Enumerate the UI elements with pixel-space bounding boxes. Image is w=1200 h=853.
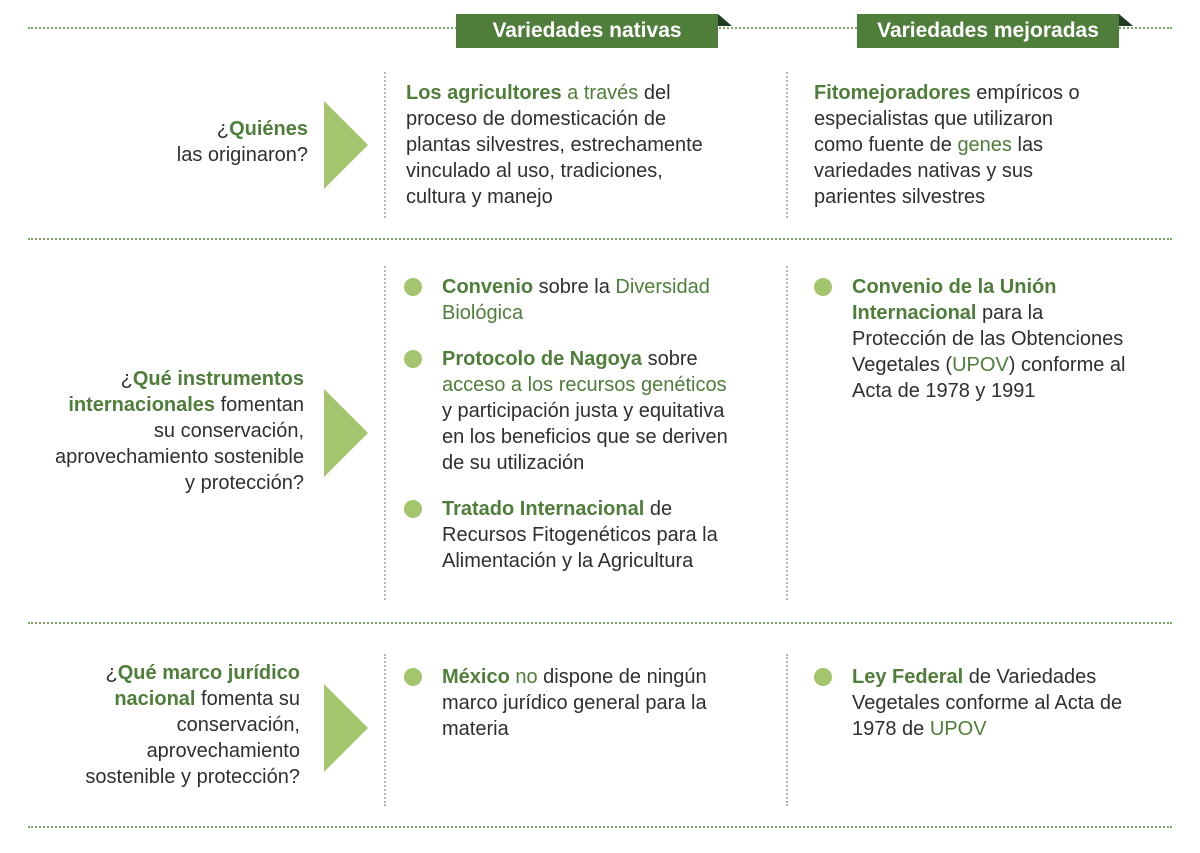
question-text: su conservación, bbox=[153, 420, 304, 442]
row-question: ¿Qué instrumentos internacionales fomenta… bbox=[4, 366, 304, 496]
column-divider bbox=[384, 266, 386, 600]
list-item-text: Vegetales conforme al Acta de bbox=[852, 692, 1123, 714]
list-item: México no dispone de ningún marco jurídic… bbox=[442, 664, 784, 742]
bullet-dot-icon bbox=[814, 668, 832, 686]
list-item-text: Convenio bbox=[442, 276, 534, 298]
list-item-text: ) conforme al bbox=[1008, 354, 1126, 376]
column-header-label: Variedades mejoradas bbox=[877, 19, 1099, 42]
separator-bottom bbox=[28, 826, 1172, 828]
list-item-text: UPOV bbox=[929, 718, 987, 740]
list-item-text: Biológica bbox=[442, 302, 524, 324]
bullet-dot-icon bbox=[404, 278, 422, 296]
nativas-cell-text: a través bbox=[561, 82, 639, 104]
arrow-icon bbox=[324, 684, 368, 772]
column-divider bbox=[786, 654, 788, 806]
question-text: ¿ bbox=[120, 368, 133, 390]
bullet-dot-icon bbox=[404, 668, 422, 686]
header-fold-decoration bbox=[718, 14, 732, 26]
list-item-text: sobre la bbox=[533, 276, 616, 298]
mejoradas-cell-text: parientes silvestres bbox=[814, 186, 986, 208]
nativas-cell-text: plantas silvestres, estrechamente bbox=[406, 134, 703, 156]
question-text: ¿ bbox=[216, 118, 230, 140]
question-text: nacional bbox=[114, 688, 196, 710]
nativas-cell-text: vinculado al uso, tradiciones, bbox=[406, 160, 663, 182]
question-text: internacionales bbox=[68, 394, 216, 416]
bullet-dot-icon bbox=[404, 350, 422, 368]
question-text: ¿ bbox=[105, 662, 118, 684]
list-item-text: de bbox=[644, 498, 673, 520]
question-text: fomentan bbox=[215, 394, 304, 416]
list-item-text: UPOV bbox=[952, 354, 1009, 376]
nativas-cell-text: del bbox=[638, 82, 671, 104]
column-divider bbox=[384, 654, 386, 806]
nativas-cell: Los agricultores a través del proceso de … bbox=[406, 80, 776, 210]
mejoradas-cell-text: genes bbox=[957, 134, 1012, 156]
question-text: y protección? bbox=[185, 472, 304, 494]
row-question: ¿Quiénes las originaron? bbox=[8, 116, 308, 168]
mejoradas-cell-text: variedades nativas y sus bbox=[814, 160, 1034, 182]
question-text: fomenta su bbox=[195, 688, 300, 710]
question-text: Quiénes bbox=[229, 118, 308, 140]
column-divider bbox=[786, 266, 788, 600]
list-item-text: de su utilización bbox=[442, 452, 585, 474]
list-item: Protocolo de Nagoya sobre acceso a los re… bbox=[442, 346, 784, 476]
list-item-text: Diversidad bbox=[615, 276, 710, 298]
list-item-text: y participación justa y equitativa bbox=[442, 400, 725, 422]
list-item-text: acceso a los recursos genéticos bbox=[442, 374, 727, 396]
column-header-mejoradas: Variedades mejoradas bbox=[857, 14, 1133, 48]
mejoradas-cell: Fitomejoradores empíricos o especialistas… bbox=[814, 80, 1174, 210]
list-item-text: para la bbox=[976, 302, 1044, 324]
bullet-dot-icon bbox=[814, 278, 832, 296]
list-item-text: Alimentación y la Agricultura bbox=[442, 550, 694, 572]
column-divider bbox=[786, 72, 788, 218]
column-divider bbox=[384, 72, 386, 218]
column-header-label: Variedades nativas bbox=[492, 19, 682, 42]
row-question: ¿Qué marco jurídico nacional fomenta su co… bbox=[0, 660, 300, 790]
list-item-text: no bbox=[509, 666, 538, 688]
separator-row-2 bbox=[28, 622, 1172, 624]
nativas-cell-text: proceso de domesticación de bbox=[406, 108, 667, 130]
list-item-text: 1978 de bbox=[852, 718, 930, 740]
list-item-text: Convenio de la Unión bbox=[852, 276, 1057, 298]
question-text: sostenible y protección? bbox=[85, 766, 300, 788]
list-item-text: Protección de las Obtenciones bbox=[852, 328, 1124, 350]
list-item-text: de Variedades bbox=[963, 666, 1097, 688]
arrow-icon bbox=[324, 101, 368, 189]
question-text: Qué marco jurídico bbox=[117, 662, 300, 684]
list-item-text: Recursos Fitogenéticos para la bbox=[442, 524, 718, 546]
mejoradas-cell-text: Fitomejoradores bbox=[814, 82, 971, 104]
list-item-text: Vegetales ( bbox=[852, 354, 953, 376]
bullet-dot-icon bbox=[404, 500, 422, 518]
list-item-text: Tratado Internacional bbox=[442, 498, 645, 520]
list-item-text: Ley Federal bbox=[852, 666, 964, 688]
question-text: aprovechamiento sostenible bbox=[54, 446, 304, 468]
mejoradas-cell-text: empíricos o bbox=[970, 82, 1080, 104]
mejoradas-cell-text: como fuente de bbox=[814, 134, 958, 156]
list-item-text: sobre bbox=[642, 348, 698, 370]
column-header-nativas: Variedades nativas bbox=[456, 14, 732, 48]
list-item-text: Protocolo de Nagoya bbox=[442, 348, 643, 370]
list-item-text: dispone de ningún bbox=[537, 666, 707, 688]
header-fold-decoration bbox=[1119, 14, 1133, 26]
mejoradas-cell-text: especialistas que utilizaron bbox=[814, 108, 1054, 130]
list-item-text: marco jurídico general para la bbox=[442, 692, 707, 714]
question-text: conservación, bbox=[176, 714, 300, 736]
list-item-text: México bbox=[442, 666, 510, 688]
nativas-cell-text: cultura y manejo bbox=[406, 186, 553, 208]
question-text: las originaron? bbox=[176, 144, 308, 166]
list-item-text: Acta de 1978 y 1991 bbox=[852, 380, 1036, 402]
separator-row-1 bbox=[28, 238, 1172, 240]
list-item-text: materia bbox=[442, 718, 509, 740]
nativas-cell-text: Los agricultores bbox=[406, 82, 562, 104]
question-text: aprovechamiento bbox=[146, 740, 300, 762]
mejoradas-cell-text: las bbox=[1011, 134, 1044, 156]
list-item-text: Internacional bbox=[852, 302, 977, 324]
list-item-text: en los beneficios que se deriven bbox=[442, 426, 728, 448]
question-text: Qué instrumentos bbox=[132, 368, 304, 390]
arrow-icon bbox=[324, 389, 368, 477]
